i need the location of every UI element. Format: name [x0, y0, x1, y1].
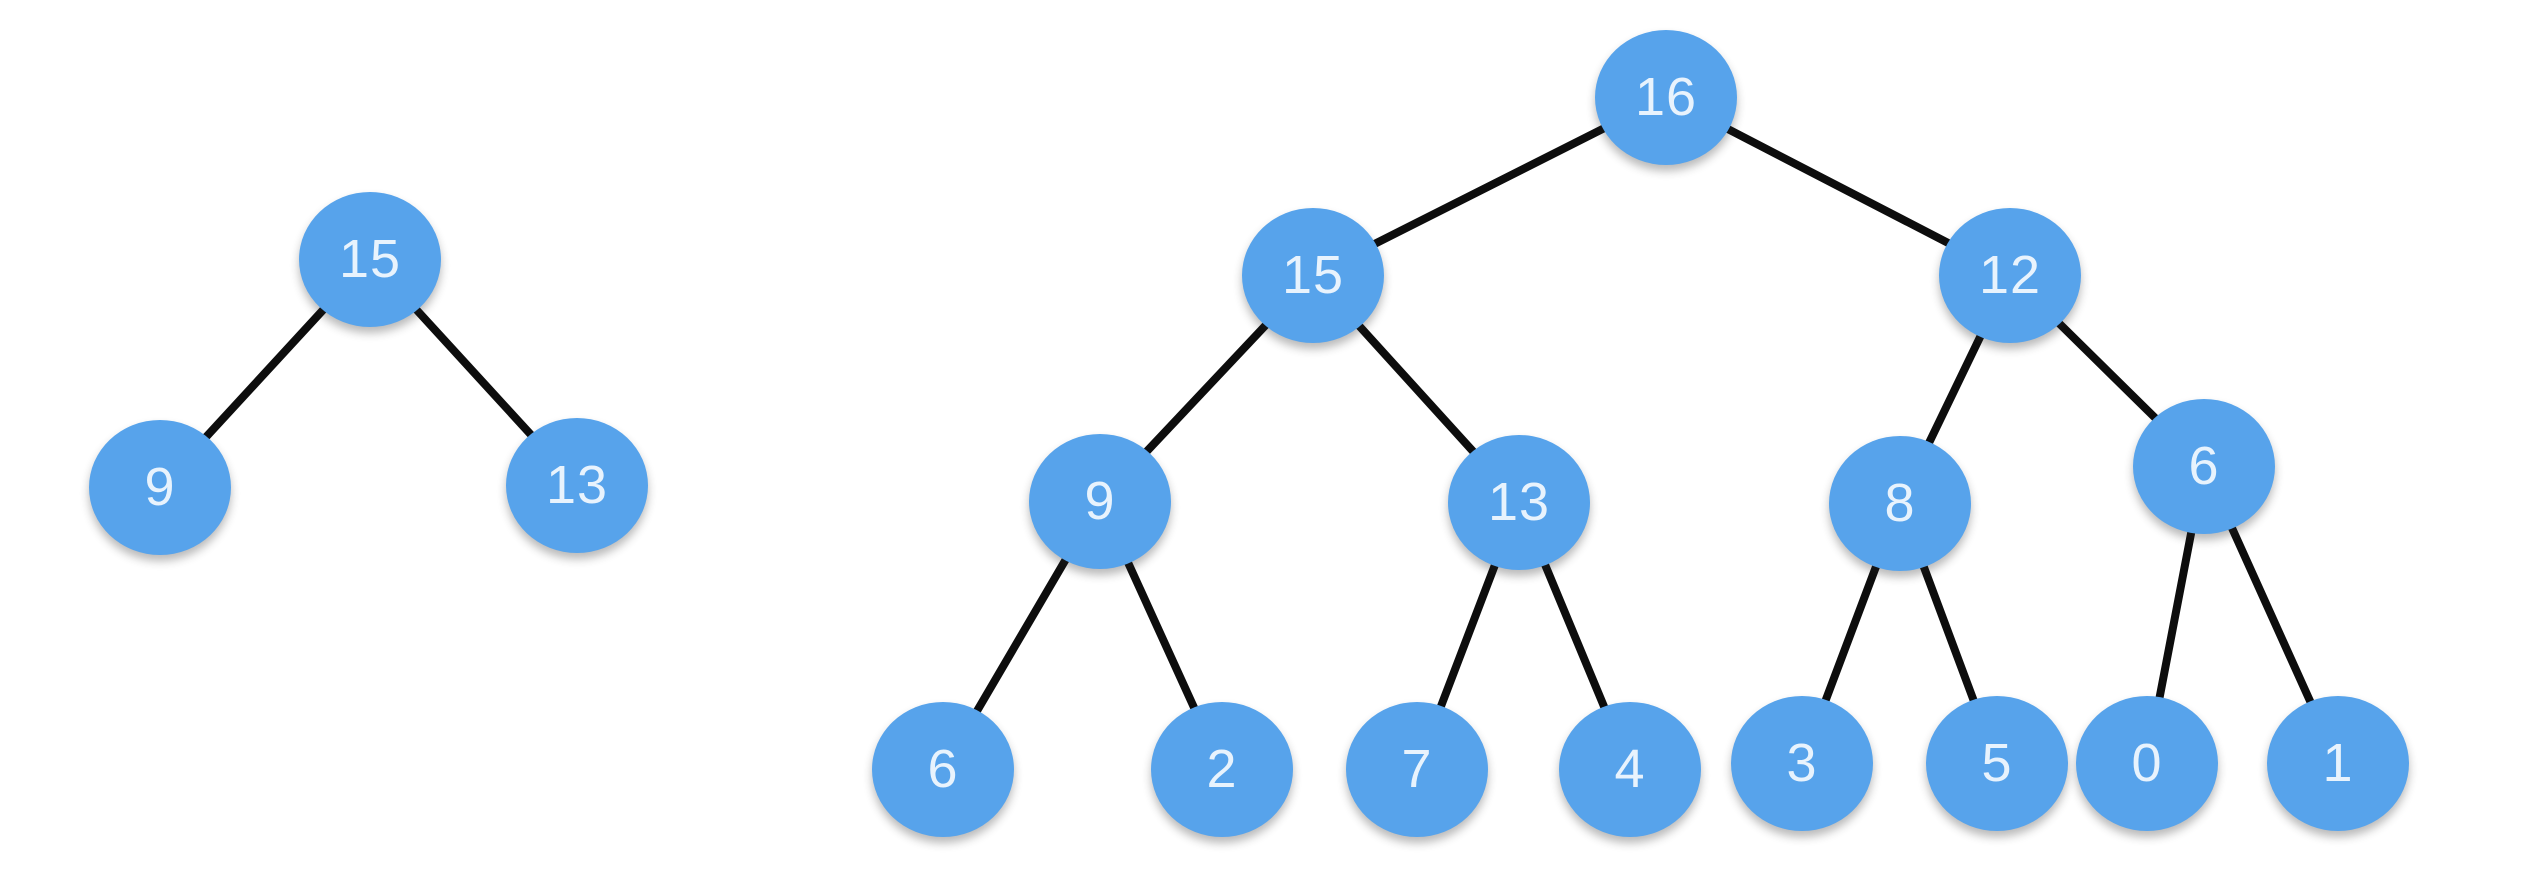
small-tree-node-l-13: 13	[506, 417, 648, 553]
small-tree-node-l-9: 9	[89, 419, 231, 555]
node-label: 7	[1401, 739, 1433, 799]
large-tree-node-r-6b: 6	[872, 701, 1014, 837]
node-label: 1	[2322, 733, 2354, 793]
node-label: 8	[1884, 473, 1916, 533]
node-label: 2	[1206, 739, 1238, 799]
node-label: 6	[2188, 436, 2220, 496]
large-tree-node-r-15: 15	[1242, 207, 1384, 343]
small-tree-node-l-15: 15	[299, 191, 441, 327]
large-tree-node-r-2: 2	[1151, 701, 1293, 837]
large-tree-node-r-1: 1	[2267, 695, 2409, 831]
large-tree-node-r-13: 13	[1448, 434, 1590, 570]
node-label: 13	[1487, 472, 1551, 532]
node-label: 15	[338, 229, 402, 289]
node-label: 6	[927, 739, 959, 799]
large-tree-node-r-3: 3	[1731, 695, 1873, 831]
large-tree-node-r-6a: 6	[2133, 398, 2275, 534]
node-label: 4	[1614, 739, 1646, 799]
node-label: 0	[2131, 733, 2163, 793]
node-label: 5	[1981, 733, 2013, 793]
node-label: 15	[1281, 245, 1345, 305]
node-label: 9	[1084, 471, 1116, 531]
large-tree-node-r-12: 12	[1939, 207, 2081, 343]
large-tree-node-r-5: 5	[1926, 695, 2068, 831]
node-label: 9	[144, 457, 176, 517]
large-tree-node-r-16: 16	[1595, 29, 1737, 165]
node-label: 13	[545, 455, 609, 515]
large-tree-node-r-9: 9	[1029, 433, 1171, 569]
node-label: 3	[1786, 733, 1818, 793]
large-tree-node-r-0: 0	[2076, 695, 2218, 831]
node-label: 16	[1634, 67, 1698, 127]
large-tree-node-r-8: 8	[1829, 435, 1971, 571]
large-tree-node-r-4: 4	[1559, 701, 1701, 837]
large-tree-node-r-7: 7	[1346, 701, 1488, 837]
node-label: 12	[1978, 245, 2042, 305]
